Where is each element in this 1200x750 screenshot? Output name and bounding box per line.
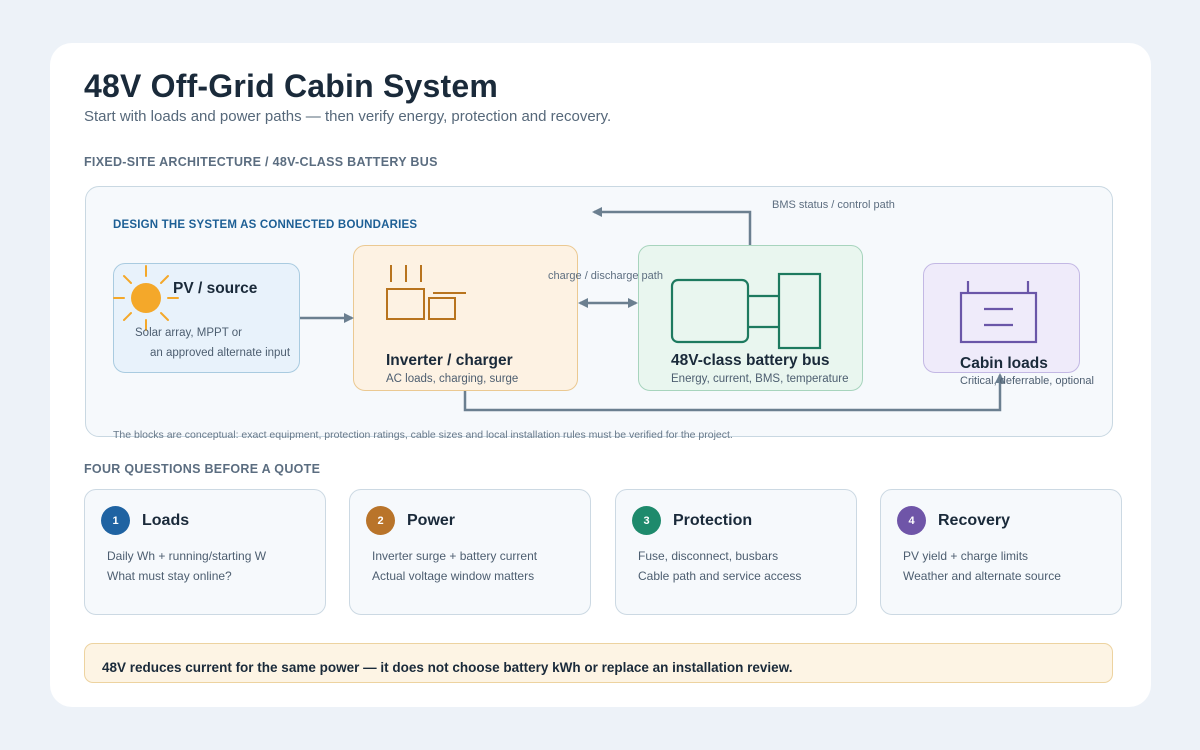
question-4-line1: PV yield + charge limits <box>903 549 1029 563</box>
question-1-title: Loads <box>142 512 190 529</box>
bms-control-label: BMS status / control path <box>772 199 895 211</box>
question-2-line2: Actual voltage window matters <box>372 569 535 583</box>
battery-node-desc: Energy, current, BMS, temperature <box>671 373 849 385</box>
question-3-line1: Fuse, disconnect, busbars <box>638 549 779 563</box>
loads-node-desc: Critical, deferrable, optional <box>960 375 1094 387</box>
question-1-line1: Daily Wh + running/starting W <box>107 549 267 563</box>
architecture-footnote: The blocks are conceptual: exact equipme… <box>113 429 733 441</box>
question-4-badge: 4 <box>897 506 926 535</box>
question-3-badge: 3 <box>632 506 661 535</box>
note-text: 48V reduces current for the same power —… <box>102 660 793 675</box>
page-subtitle: Start with loads and power paths — then … <box>84 108 612 125</box>
question-1-line2: What must stay online? <box>107 569 232 583</box>
architecture-heading: DESIGN THE SYSTEM AS CONNECTED BOUNDARIE… <box>113 219 418 231</box>
question-2-line1: Inverter surge + battery current <box>372 549 538 563</box>
pv-node-desc-line2: an approved alternate input <box>150 347 291 359</box>
architecture-section-label: FIXED-SITE ARCHITECTURE / 48V-CLASS BATT… <box>84 155 438 169</box>
question-3-title: Protection <box>673 512 753 529</box>
battery-node-title: 48V-class battery bus <box>671 352 830 369</box>
loads-node-title: Cabin loads <box>960 355 1048 372</box>
question-4-title: Recovery <box>938 512 1011 529</box>
charge-discharge-label: charge / discharge path <box>548 270 663 282</box>
question-2-badge: 2 <box>366 506 395 535</box>
pv-node-desc-line1: Solar array, MPPT or <box>135 327 242 339</box>
question-3-line2: Cable path and service access <box>638 569 802 583</box>
question-1-badge: 1 <box>101 506 130 535</box>
questions-section-label: FOUR QUESTIONS BEFORE A QUOTE <box>84 462 321 476</box>
question-2-title: Power <box>407 512 456 529</box>
inverter-node-title: Inverter / charger <box>386 352 513 369</box>
question-4-line2: Weather and alternate source <box>903 569 1061 583</box>
pv-source-node <box>113 263 300 373</box>
pv-node-title: PV / source <box>173 280 258 297</box>
page-title: 48V Off-Grid Cabin System <box>84 68 498 104</box>
inverter-node-desc: AC loads, charging, surge <box>386 373 519 385</box>
note-bar <box>84 643 1113 683</box>
